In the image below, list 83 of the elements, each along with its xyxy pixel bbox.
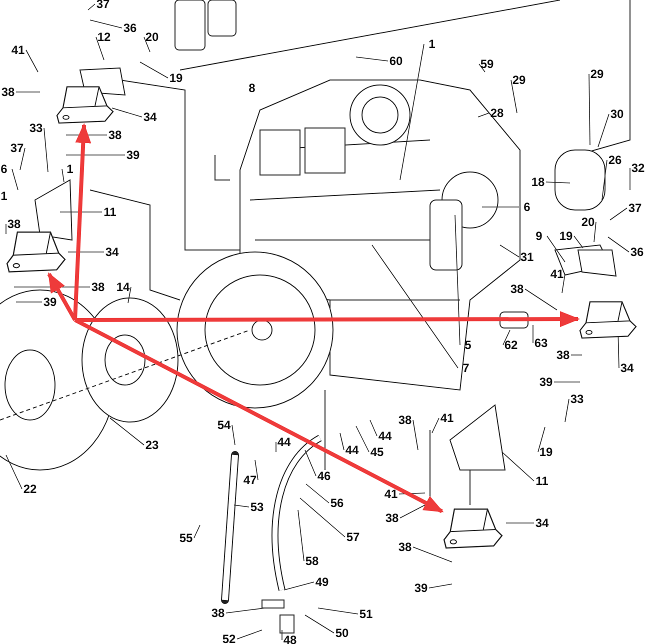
callout-number: 28 bbox=[490, 107, 504, 119]
callout-number: 38 bbox=[385, 512, 399, 524]
callout-number: 33 bbox=[29, 122, 43, 134]
callout-number: 52 bbox=[222, 633, 236, 644]
callout-number: 46 bbox=[317, 470, 331, 482]
callout-number: 47 bbox=[243, 474, 257, 486]
callout-number: 14 bbox=[116, 281, 130, 293]
callout-number: 44 bbox=[277, 436, 291, 448]
callout-number: 38 bbox=[91, 281, 105, 293]
callout-number: 38 bbox=[398, 541, 412, 553]
callout-number: 34 bbox=[105, 246, 119, 258]
callout-number: 62 bbox=[504, 339, 518, 351]
engine-mount bbox=[55, 83, 115, 125]
callout-number: 23 bbox=[145, 439, 159, 451]
callout-number: 18 bbox=[531, 176, 545, 188]
callout-number: 30 bbox=[610, 108, 624, 120]
callout-number: 1 bbox=[428, 38, 436, 50]
arrow bbox=[73, 123, 92, 320]
callout-number: 56 bbox=[330, 497, 344, 509]
callout-number: 38 bbox=[398, 414, 412, 426]
callout-number: 22 bbox=[23, 483, 37, 495]
callout-number: 1 bbox=[0, 190, 8, 202]
callout-number: 38 bbox=[510, 283, 524, 295]
callout-number: 32 bbox=[631, 162, 645, 174]
callout-number: 1 bbox=[66, 163, 74, 175]
callout-number: 20 bbox=[581, 216, 595, 228]
callout-number: 53 bbox=[250, 501, 264, 513]
callout-number: 20 bbox=[145, 31, 159, 43]
callout-number: 38 bbox=[1, 86, 15, 98]
callout-number: 39 bbox=[126, 149, 140, 161]
arrow bbox=[75, 311, 580, 328]
callout-number: 48 bbox=[283, 634, 297, 644]
callout-number: 7 bbox=[462, 362, 470, 374]
callout-number: 12 bbox=[97, 31, 111, 43]
callout-number: 6 bbox=[0, 163, 8, 175]
callout-number: 19 bbox=[559, 230, 573, 242]
callout-number: 8 bbox=[248, 82, 256, 94]
callout-number: 34 bbox=[535, 517, 549, 529]
callout-number: 11 bbox=[104, 206, 116, 218]
arrow bbox=[74, 318, 444, 514]
callout-number: 41 bbox=[440, 412, 454, 424]
callout-number: 19 bbox=[169, 72, 183, 84]
callout-number: 34 bbox=[143, 111, 157, 123]
callout-number: 41 bbox=[11, 44, 25, 56]
callout-number: 55 bbox=[179, 532, 193, 544]
callout-number: 60 bbox=[389, 55, 403, 67]
callout-number: 36 bbox=[123, 22, 137, 34]
callout-number: 33 bbox=[570, 393, 584, 405]
callout-number: 49 bbox=[315, 576, 329, 588]
callout-number: 51 bbox=[359, 608, 373, 620]
callout-number: 19 bbox=[539, 446, 553, 458]
callout-number: 45 bbox=[370, 446, 384, 458]
callout-number: 34 bbox=[620, 362, 634, 374]
callout-number: 44 bbox=[378, 430, 392, 442]
callout-number: 41 bbox=[384, 488, 398, 500]
callout-number: 29 bbox=[512, 74, 526, 86]
callout-number: 38 bbox=[7, 218, 21, 230]
callout-number: 36 bbox=[630, 246, 644, 258]
callout-number: 29 bbox=[590, 68, 604, 80]
callout-number: 44 bbox=[345, 444, 359, 456]
callout-number: 9 bbox=[536, 230, 542, 242]
callout-number: 26 bbox=[608, 154, 622, 166]
callout-number: 5 bbox=[464, 339, 472, 351]
arrow bbox=[47, 272, 77, 321]
callout-number: 39 bbox=[43, 296, 57, 308]
callout-number: 37 bbox=[628, 202, 642, 214]
callout-number: 50 bbox=[335, 627, 349, 639]
callout-number: 38 bbox=[556, 349, 570, 361]
callout-number: 59 bbox=[480, 58, 494, 70]
callout-number: 54 bbox=[217, 419, 231, 431]
callout-number: 41 bbox=[550, 268, 564, 280]
callout-number: 63 bbox=[534, 337, 548, 349]
callout-number: 31 bbox=[520, 251, 534, 263]
callout-number: 57 bbox=[346, 531, 360, 543]
engine-mount bbox=[578, 298, 638, 340]
callout-number: 38 bbox=[108, 129, 122, 141]
callout-number: 58 bbox=[305, 555, 319, 567]
callout-number: 38 bbox=[211, 607, 225, 619]
callout-number: 39 bbox=[414, 582, 428, 594]
callout-number: 37 bbox=[10, 142, 24, 154]
callout-number: 6 bbox=[524, 201, 530, 213]
callout-number: 11 bbox=[536, 475, 548, 487]
callout-number: 39 bbox=[539, 376, 553, 388]
